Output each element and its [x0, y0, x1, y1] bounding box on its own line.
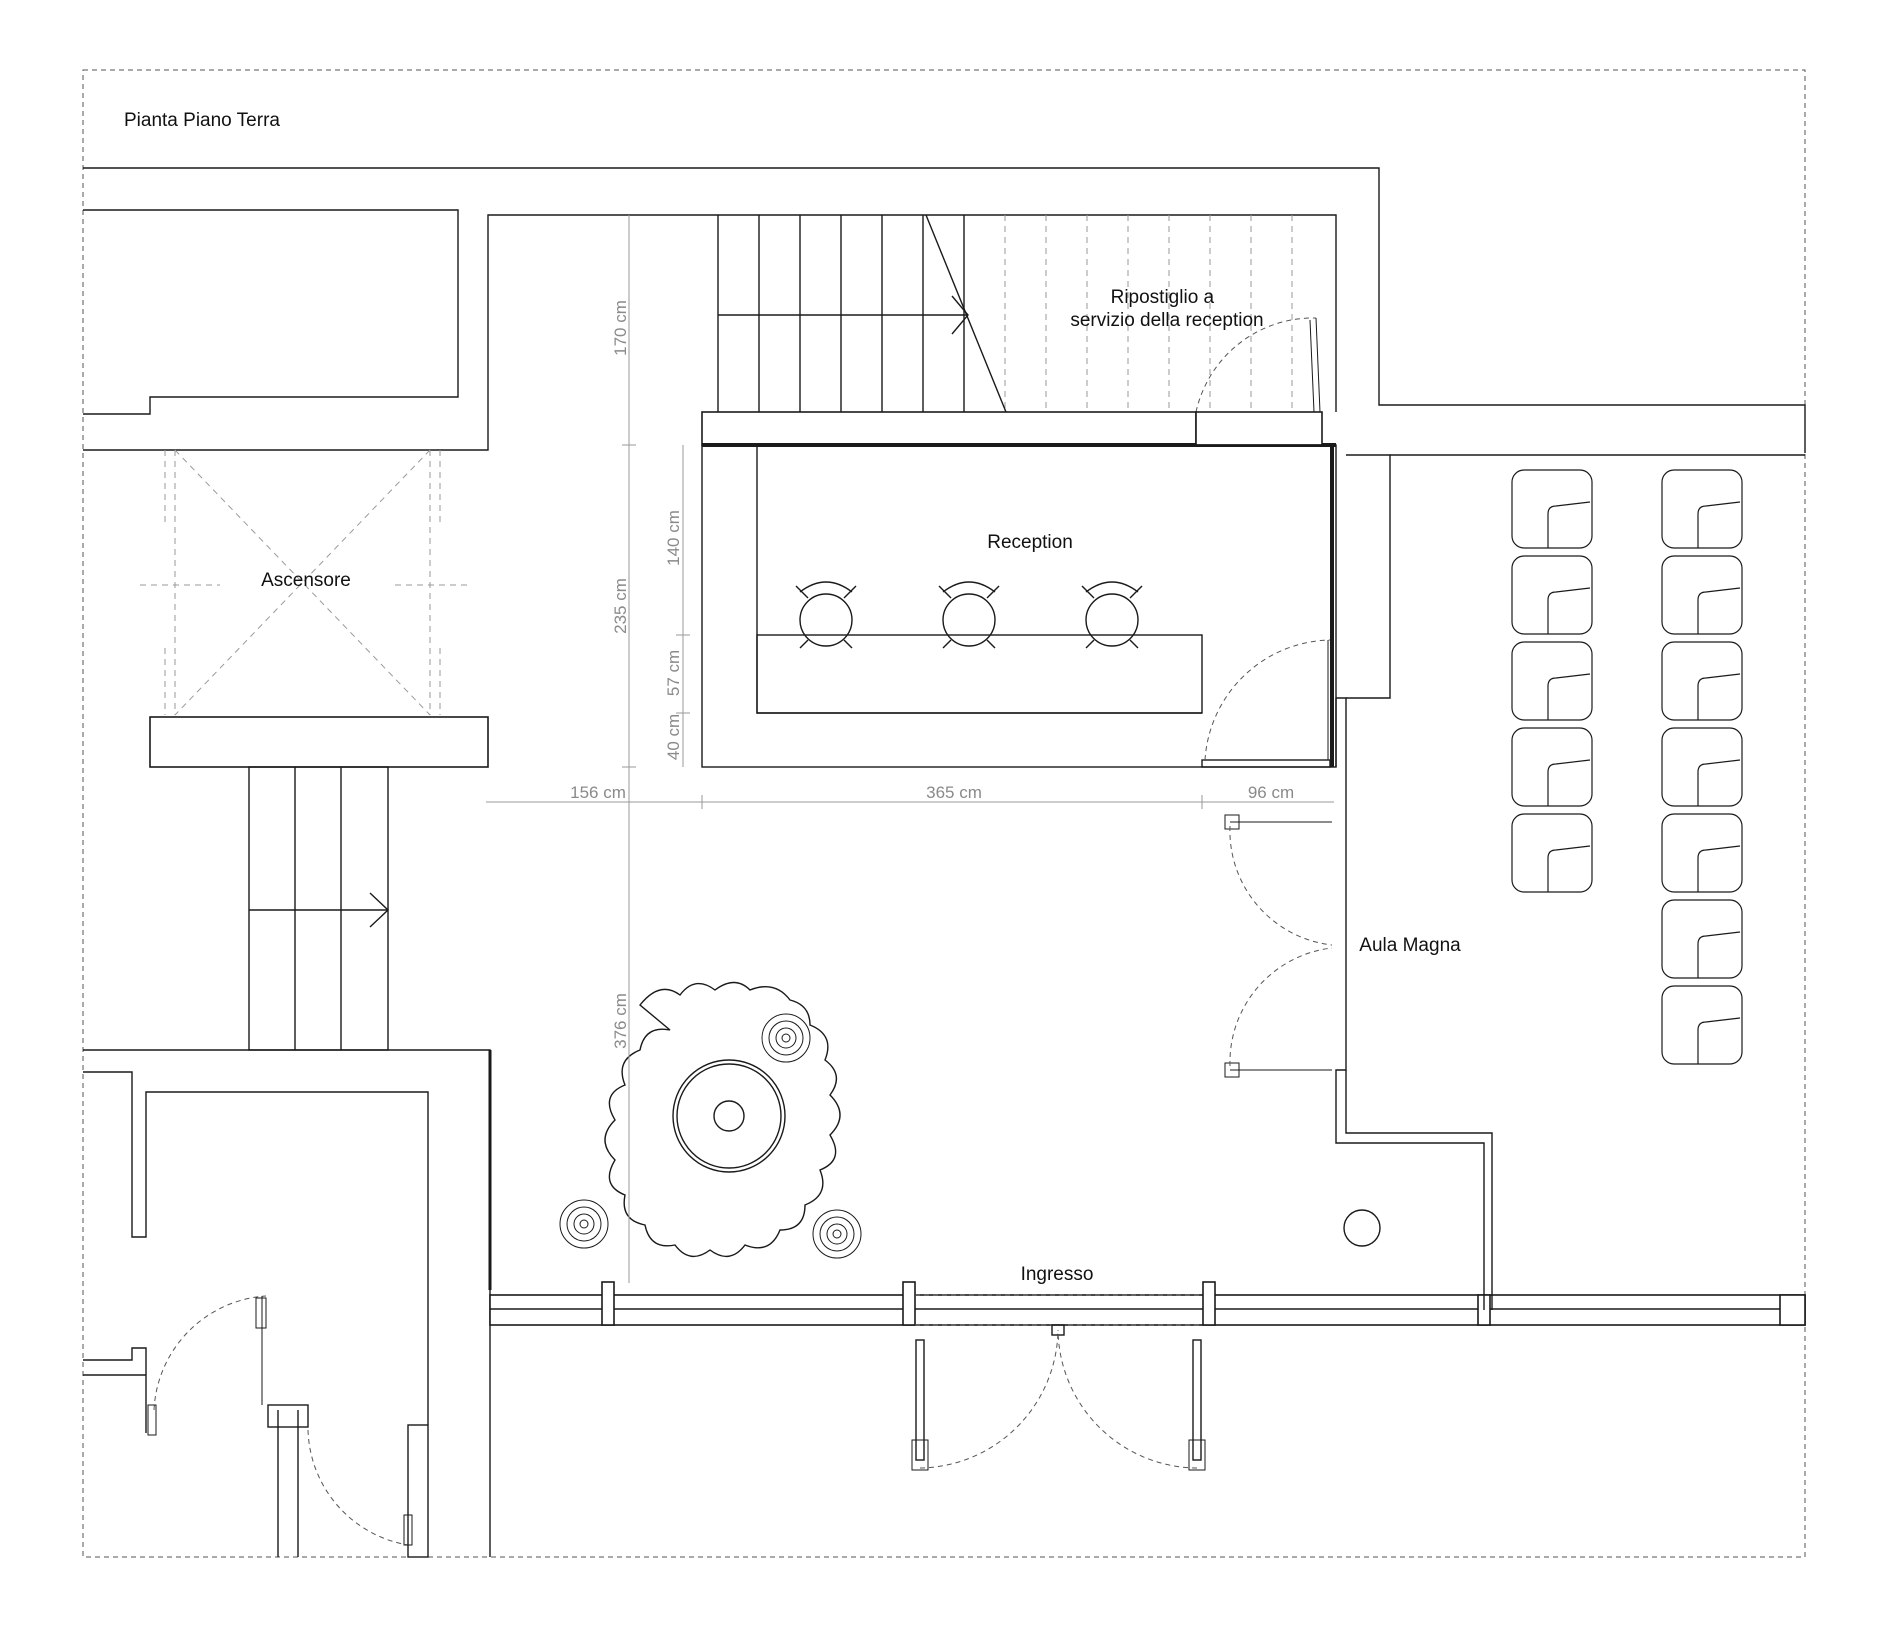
- stool-1: [795, 581, 857, 649]
- chair: [1661, 555, 1743, 635]
- bathroom-door-2: [307, 1429, 413, 1546]
- dim-376: 376 cm: [611, 993, 630, 1049]
- chair: [1661, 985, 1743, 1065]
- entrance-label: Ingresso: [1021, 1264, 1094, 1285]
- hall-door-1: [1224, 814, 1333, 946]
- storage-label: Ripostiglio a servizio della reception: [1070, 287, 1263, 331]
- storage-door: [1195, 317, 1321, 413]
- chair: [1511, 727, 1593, 807]
- dim-235: 235 cm: [611, 578, 630, 634]
- dim-365: 365 cm: [926, 783, 982, 802]
- stair-top: [717, 214, 1293, 413]
- dim-170: 170 cm: [611, 300, 630, 356]
- entrance-door-right: [1057, 1329, 1206, 1471]
- bathroom-door-1: [147, 1295, 267, 1436]
- reception-label: Reception: [987, 532, 1073, 553]
- reception-area: [701, 411, 1337, 768]
- elevator-shaft: [140, 449, 489, 768]
- chair: [1661, 899, 1743, 979]
- dimension-lines: [486, 215, 1334, 1283]
- hall-partition: [1335, 454, 1805, 1310]
- chair: [1661, 813, 1743, 893]
- drawing-frame: [82, 69, 1806, 1558]
- entrance-door-left: [911, 1324, 1065, 1471]
- stair-lower: [248, 766, 390, 1051]
- chair: [1661, 469, 1743, 549]
- bottom-left-walls: [83, 1049, 492, 1558]
- stool-2: [938, 581, 1000, 649]
- planter: [559, 1199, 609, 1249]
- chair: [1511, 555, 1593, 635]
- stool-3: [1081, 581, 1143, 649]
- column: [1343, 1209, 1381, 1247]
- dim-40: 40 cm: [664, 714, 683, 760]
- chair: [1511, 813, 1593, 893]
- dim-156: 156 cm: [570, 783, 626, 802]
- chair: [1511, 641, 1593, 721]
- chair: [1661, 727, 1743, 807]
- planter: [761, 1013, 811, 1063]
- chair: [1661, 641, 1743, 721]
- front-wall: [489, 1281, 1806, 1326]
- dim-96: 96 cm: [1248, 783, 1294, 802]
- hall-chairs: [1511, 469, 1743, 1065]
- dim-57: 57 cm: [664, 650, 683, 696]
- dim-140: 140 cm: [664, 510, 683, 566]
- hall-label: Aula Magna: [1359, 935, 1461, 956]
- chair: [1511, 469, 1593, 549]
- lobby-table: [559, 981, 862, 1259]
- plan-title: Pianta Piano Terra: [124, 110, 280, 131]
- elevator-label: Ascensore: [261, 570, 351, 591]
- planter: [812, 1209, 862, 1259]
- reception-door: [1204, 639, 1331, 761]
- top-wall: [83, 167, 1806, 453]
- hall-door-2: [1224, 947, 1333, 1078]
